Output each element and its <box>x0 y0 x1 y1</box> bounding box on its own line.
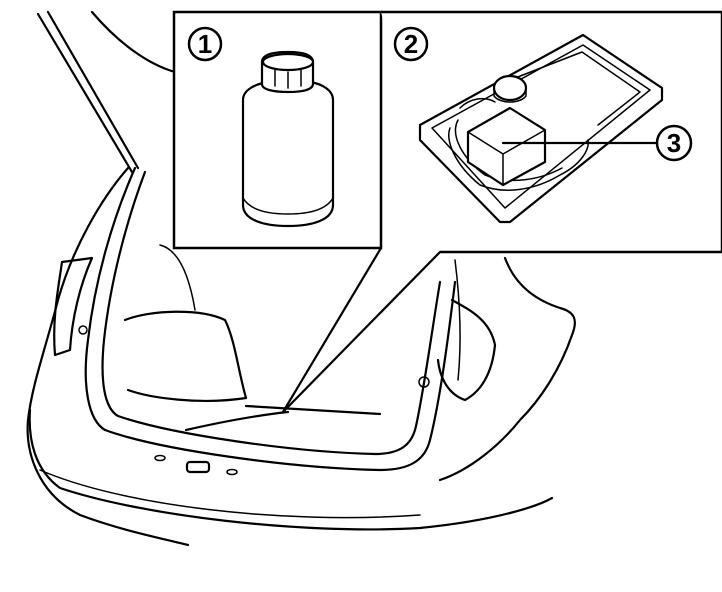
hose-coil-2 <box>454 119 563 182</box>
callout-2: 2 <box>393 26 429 62</box>
car-rear-illustration <box>26 10 576 547</box>
gauge-side <box>493 87 527 103</box>
tray-rim-inner <box>431 44 651 209</box>
callout-3-label: 3 <box>667 128 681 158</box>
body-left-side <box>26 166 190 547</box>
bumper-lower <box>39 469 421 519</box>
callout-1-circle <box>187 26 223 62</box>
rear-seatback <box>123 310 248 402</box>
trunk-floor <box>184 404 382 432</box>
rear-bumper <box>28 408 554 531</box>
callout-2-label: 2 <box>404 29 418 59</box>
right-taillight <box>436 298 497 402</box>
left-bolt <box>78 325 88 335</box>
trunk-latch <box>185 460 211 474</box>
sealant-bottle <box>241 80 335 228</box>
callout-3-circle <box>655 124 693 162</box>
tray-inner-edge <box>509 51 641 126</box>
trunk-opening-outer <box>84 166 457 472</box>
hose-coil <box>448 127 589 191</box>
cap-ridges <box>274 69 302 89</box>
tray-tube <box>459 97 496 109</box>
right-bolt <box>418 376 430 388</box>
callout-3: 3 <box>655 124 693 162</box>
compressor-top-edge <box>467 129 546 186</box>
left-taillight <box>53 256 94 357</box>
leader-line-2 <box>281 250 442 414</box>
right-pillar <box>454 259 461 381</box>
air-compressor <box>466 106 547 187</box>
pressure-gauge <box>492 74 528 102</box>
body-right-side <box>438 256 576 482</box>
callout-1-label: 1 <box>198 29 212 59</box>
leader-line-1 <box>281 246 383 414</box>
left-light-dot <box>154 454 166 462</box>
roof-contour <box>90 10 177 74</box>
callout-2-circle <box>393 26 429 62</box>
seat-shoulder <box>159 244 196 311</box>
trunk-opening-inner <box>101 170 442 456</box>
tailgate-strut <box>36 10 140 174</box>
bottle-cap-top <box>261 52 315 72</box>
callout-1: 1 <box>187 26 223 62</box>
inset-tray-panel <box>281 10 722 414</box>
right-light-dot <box>226 468 238 476</box>
bottle-bottom-rim <box>242 197 334 215</box>
